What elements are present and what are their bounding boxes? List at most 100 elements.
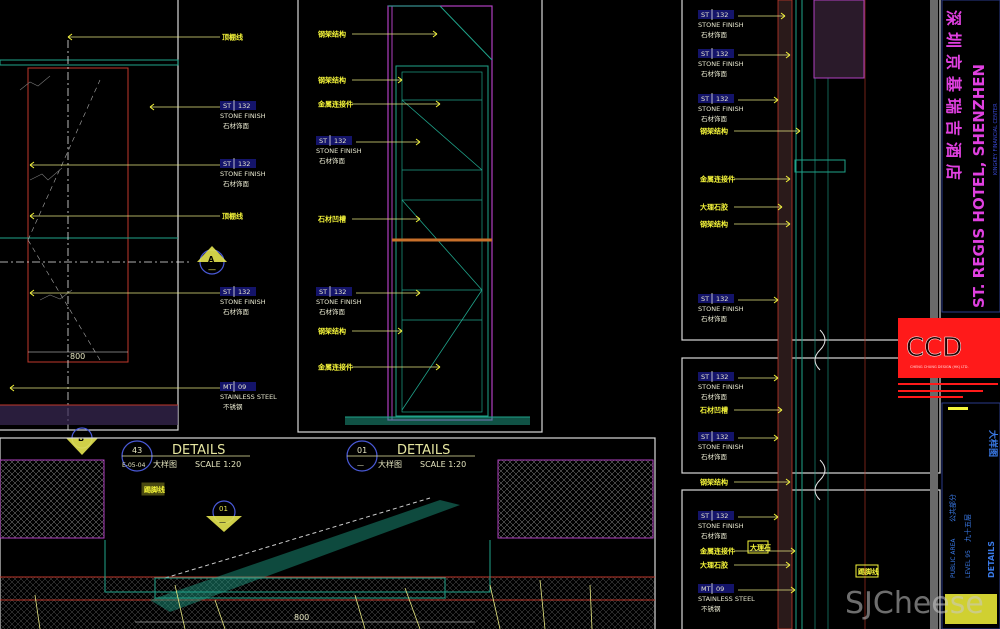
material-code: ST bbox=[701, 95, 709, 103]
arrow-icon bbox=[397, 327, 403, 335]
arrow-icon bbox=[67, 33, 73, 41]
material-number: 09 bbox=[238, 383, 246, 391]
material-name-cn: 石材饰面 bbox=[223, 121, 250, 130]
area-en: PUBLIC AREA bbox=[950, 538, 957, 578]
material-name-cn: 石材饰面 bbox=[701, 531, 728, 540]
right-section-panel: 大理石 踢脚线 bbox=[681, 0, 941, 629]
detail-title: DETAILS bbox=[172, 443, 225, 458]
callout-label: 顶棚线 bbox=[29, 212, 243, 221]
section-marker-b[interactable]: B bbox=[66, 427, 98, 455]
arrow-icon bbox=[795, 127, 801, 135]
material-number: 132 bbox=[716, 295, 728, 303]
arrow-icon bbox=[773, 434, 779, 442]
detail-scale: SCALE 1:20 bbox=[420, 460, 466, 469]
section-marker-a[interactable]: A — bbox=[197, 246, 227, 275]
tag-box bbox=[698, 372, 734, 381]
material-number: 132 bbox=[238, 102, 250, 110]
project-name-cn: 深圳京基瑞吉酒店 bbox=[944, 10, 963, 186]
material-name-cn: 石材饰面 bbox=[701, 392, 728, 401]
arrow-icon bbox=[29, 161, 35, 169]
material-name-cn: 石材饰面 bbox=[701, 114, 728, 123]
material-name-cn: 石材饰面 bbox=[319, 307, 346, 316]
arrow-icon bbox=[29, 212, 35, 220]
callout-label: 石材凹槽 bbox=[317, 215, 346, 224]
callout-label: 钢架结构 bbox=[318, 30, 438, 39]
detail-sheet: E-05-04 bbox=[122, 462, 146, 469]
material-code: ST bbox=[223, 102, 231, 110]
callout-label: 钢架结构 bbox=[318, 76, 346, 85]
callout-label: 顶棚线 bbox=[222, 33, 243, 42]
material-number: 09 bbox=[716, 585, 724, 593]
callout-label: 金属连接件 bbox=[699, 175, 735, 184]
arrow-icon bbox=[415, 138, 421, 146]
material-name-en: STONE FINISH bbox=[220, 298, 266, 306]
callout-label: 钢架结构 bbox=[700, 478, 791, 487]
sheet-type: DETAILS bbox=[987, 541, 996, 578]
detail-number: 01 bbox=[357, 446, 367, 455]
arrow-icon bbox=[785, 175, 791, 183]
section-marker-01[interactable]: 01 — bbox=[206, 500, 242, 532]
material-code: ST bbox=[701, 433, 709, 441]
material-name-en: STAINLESS STEEL bbox=[698, 595, 755, 603]
material-code: ST bbox=[223, 288, 231, 296]
material-number: 132 bbox=[716, 50, 728, 58]
arrow-icon bbox=[785, 478, 791, 486]
callout-label: 大理石胶 bbox=[700, 203, 728, 212]
material-name-en: STONE FINISH bbox=[698, 105, 744, 113]
material-code: ST bbox=[701, 512, 709, 520]
material-number: 132 bbox=[716, 95, 728, 103]
left-elevation-panel: 800 A — B bbox=[0, 0, 227, 455]
side-label: 踢脚线 bbox=[858, 567, 879, 576]
callout-label: 顶棚线 bbox=[222, 212, 243, 221]
detail-title-43: 43 E-05-04 DETAILS 大样图 SCALE 1:20 bbox=[121, 440, 250, 472]
ccd-logo bbox=[898, 318, 1000, 378]
material-code: ST bbox=[701, 11, 709, 19]
tag-box bbox=[316, 287, 352, 296]
callout-label: 金属连接件 bbox=[699, 547, 735, 556]
detail-sheet: — bbox=[357, 461, 364, 469]
arrow-icon bbox=[432, 30, 438, 38]
material-name-en: STAINLESS STEEL bbox=[220, 393, 277, 401]
material-code: ST bbox=[223, 160, 231, 168]
arrow-icon bbox=[777, 406, 783, 414]
section-sheet: — bbox=[208, 265, 216, 274]
box-label: 大理石 bbox=[750, 543, 771, 552]
material-code: MT bbox=[223, 383, 233, 391]
material-name-en: STONE FINISH bbox=[698, 383, 744, 391]
material-number: 132 bbox=[716, 433, 728, 441]
section-letter: 01 bbox=[219, 505, 228, 513]
logo-subtitle: CHENG CHUNG DESIGN (HK) LTD. bbox=[910, 365, 969, 369]
section-sheet: — bbox=[219, 518, 226, 526]
callout-label: 钢架结构 bbox=[700, 220, 728, 229]
callout-label: 石材凹槽 bbox=[699, 406, 728, 415]
arrow-icon bbox=[773, 374, 779, 382]
level-en: LEVEL 95 bbox=[965, 550, 972, 578]
material-name-cn: 不锈钢 bbox=[701, 604, 721, 613]
title-block: 深圳京基瑞吉酒店 ST. REGIS HOTEL, SHENZHEN KINGK… bbox=[898, 0, 1000, 629]
area-cn: 公共部分 bbox=[948, 494, 957, 522]
detail-number: 43 bbox=[132, 446, 142, 455]
material-code: ST bbox=[701, 373, 709, 381]
material-name-cn: 不锈钢 bbox=[223, 402, 243, 411]
material-name-cn: 石材饰面 bbox=[319, 156, 346, 165]
callout-label: 金属连接件 bbox=[317, 363, 353, 372]
tag-box bbox=[698, 432, 734, 441]
arrow-icon bbox=[435, 100, 441, 108]
material-code: ST bbox=[701, 295, 709, 303]
callout-label: 钢架结构 bbox=[700, 127, 801, 136]
callout-label: 石材凹槽 bbox=[317, 215, 421, 224]
tag-box bbox=[220, 287, 256, 296]
arrow-icon bbox=[415, 215, 421, 223]
arrow-icon bbox=[773, 296, 779, 304]
tag-box bbox=[220, 101, 256, 110]
callout-label: 顶棚线 bbox=[67, 33, 243, 42]
bottom-dimension: 800 bbox=[294, 613, 309, 622]
callout-label: 钢架结构 bbox=[700, 127, 728, 136]
